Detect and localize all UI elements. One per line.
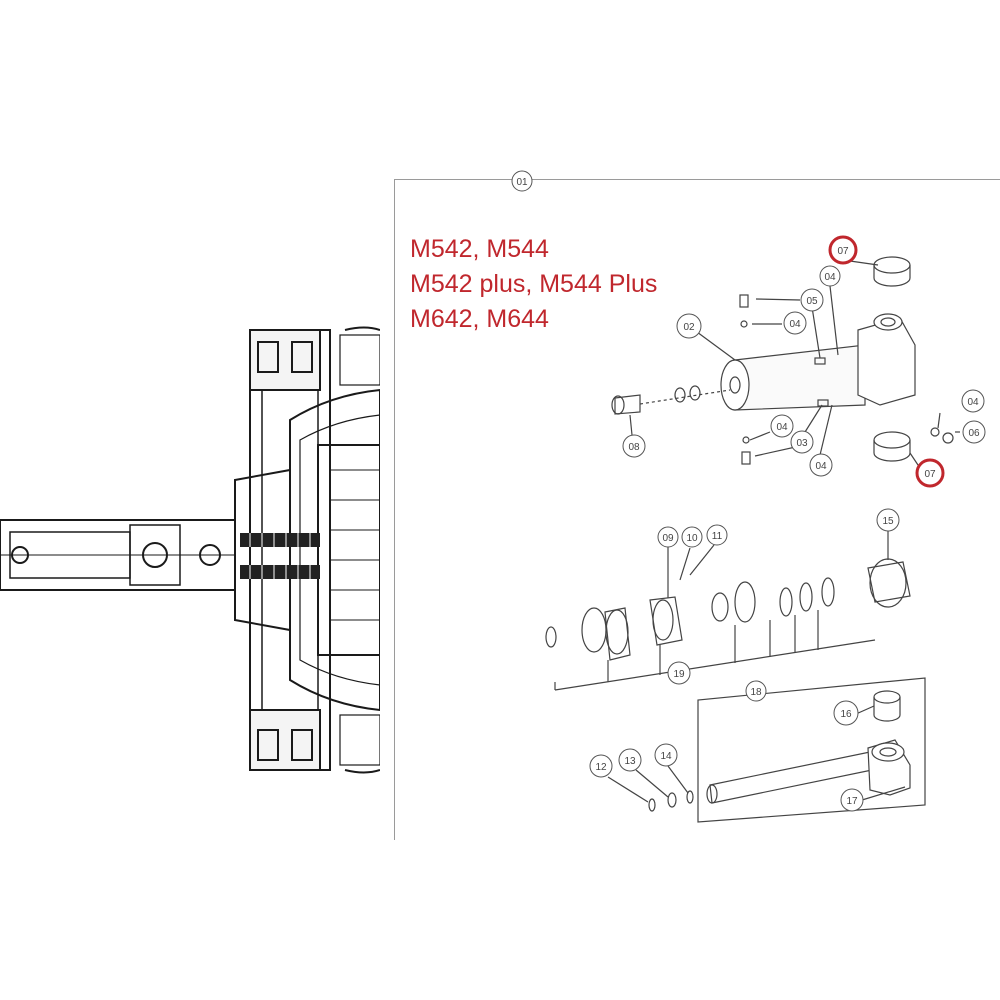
callout-10: 10	[686, 533, 698, 544]
callout-09: 09	[662, 533, 674, 544]
callout-07-bottom-highlight	[915, 458, 945, 488]
callout-15: 15	[882, 516, 894, 527]
callout-12: 12	[595, 762, 607, 773]
model-line-3: M642, M644	[410, 305, 549, 333]
callout-13: 13	[624, 756, 636, 767]
callout-18: 18	[750, 687, 762, 698]
callout-03: 03	[796, 438, 808, 449]
parts-frame	[394, 179, 1000, 840]
callout-16: 16	[840, 709, 852, 720]
callout-02: 02	[683, 322, 695, 333]
callout-08: 08	[628, 442, 640, 453]
callout-04-b: 04	[789, 319, 801, 330]
callout-01: 01	[516, 177, 528, 188]
model-line-2: M542 plus, M544 Plus	[410, 270, 658, 298]
callout-07-bottom: 07	[924, 469, 936, 480]
callout-11: 11	[712, 531, 723, 542]
callout-06: 06	[968, 428, 980, 439]
excavator-top-view	[0, 326, 380, 774]
callout-04-c: 04	[776, 422, 788, 433]
callout-05: 05	[806, 296, 818, 307]
callout-14: 14	[660, 751, 672, 762]
model-list: M542, M544 M542 plus, M544 Plus M642, M6…	[410, 232, 657, 337]
callout-04-a: 04	[824, 272, 836, 283]
callout-17: 17	[846, 796, 858, 807]
callout-07-top: 07	[837, 246, 849, 257]
model-line-1: M542, M544	[410, 235, 549, 263]
callout-04-e: 04	[967, 397, 979, 408]
callout-07-top-highlight	[828, 235, 858, 265]
callout-04-d: 04	[815, 461, 827, 472]
callout-19: 19	[673, 669, 685, 680]
